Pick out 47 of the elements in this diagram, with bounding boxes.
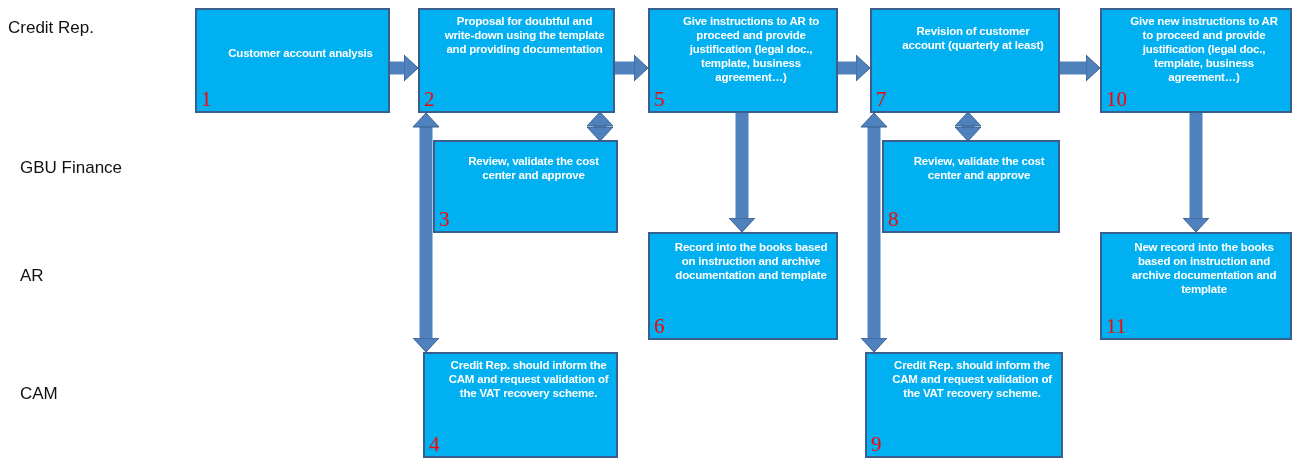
- process-box: [648, 232, 838, 340]
- step-number: 6: [654, 314, 665, 338]
- step-number: 5: [654, 87, 665, 111]
- step-number: 1: [201, 87, 212, 111]
- block-arrow: [412, 112, 440, 353]
- process-box: [648, 8, 838, 113]
- process-box: [1100, 8, 1292, 113]
- step-text: Revision of customer account (quarterly at least): [901, 24, 1045, 52]
- step-number: 7: [876, 87, 887, 111]
- step-number: 9: [871, 432, 882, 456]
- process-box: [870, 8, 1060, 113]
- process-box: [865, 352, 1063, 458]
- block-arrow: [586, 111, 614, 142]
- process-box: [423, 352, 618, 458]
- step-text: Credit Rep. should inform the CAM and request validation of the VAT recovery scheme.: [447, 358, 610, 400]
- step-number: 3: [439, 207, 450, 231]
- step-text: Customer account analysis: [227, 46, 374, 60]
- process-box: [195, 8, 390, 113]
- lane-label: AR: [20, 266, 44, 286]
- process-box: [1100, 232, 1292, 340]
- step-number: 2: [424, 87, 435, 111]
- step-text: Proposal for doubtful and write-down using the template and providing documentation: [443, 14, 606, 56]
- step-text: Record into the books based on instruction and archive documentation and template: [673, 240, 829, 282]
- block-arrow: [615, 54, 649, 82]
- block-arrow: [390, 54, 419, 82]
- block-arrow: [860, 112, 888, 353]
- process-box: [418, 8, 615, 113]
- lane-label: Credit Rep.: [8, 18, 94, 38]
- step-number: 8: [888, 207, 899, 231]
- lane-label: CAM: [20, 384, 58, 404]
- step-number: 11: [1106, 314, 1127, 338]
- block-arrow: [728, 113, 756, 233]
- step-text: New record into the books based on instruction and archive documentation and template: [1130, 240, 1278, 296]
- step-text: Give instructions to AR to proceed and provide justification (legal doc., template, business agreement…): [681, 14, 821, 84]
- lane-label: GBU Finance: [20, 158, 123, 178]
- process-box: [433, 140, 618, 233]
- step-number: 4: [429, 432, 440, 456]
- block-arrow: [1060, 54, 1101, 82]
- step-text: Credit Rep. should inform the CAM and request validation of the VAT recovery scheme.: [891, 358, 1053, 400]
- block-arrow: [838, 54, 871, 82]
- block-arrow: [1182, 113, 1210, 233]
- step-number: 10: [1106, 87, 1127, 111]
- block-arrow: [954, 111, 982, 142]
- process-box: [882, 140, 1060, 233]
- step-text: Review, validate the cost center and approve: [912, 154, 1046, 182]
- step-text: Give new instructions to AR to proceed and provide justification (legal doc., template, business agreement…): [1129, 14, 1279, 84]
- step-text: Review, validate the cost center and approve: [467, 154, 600, 182]
